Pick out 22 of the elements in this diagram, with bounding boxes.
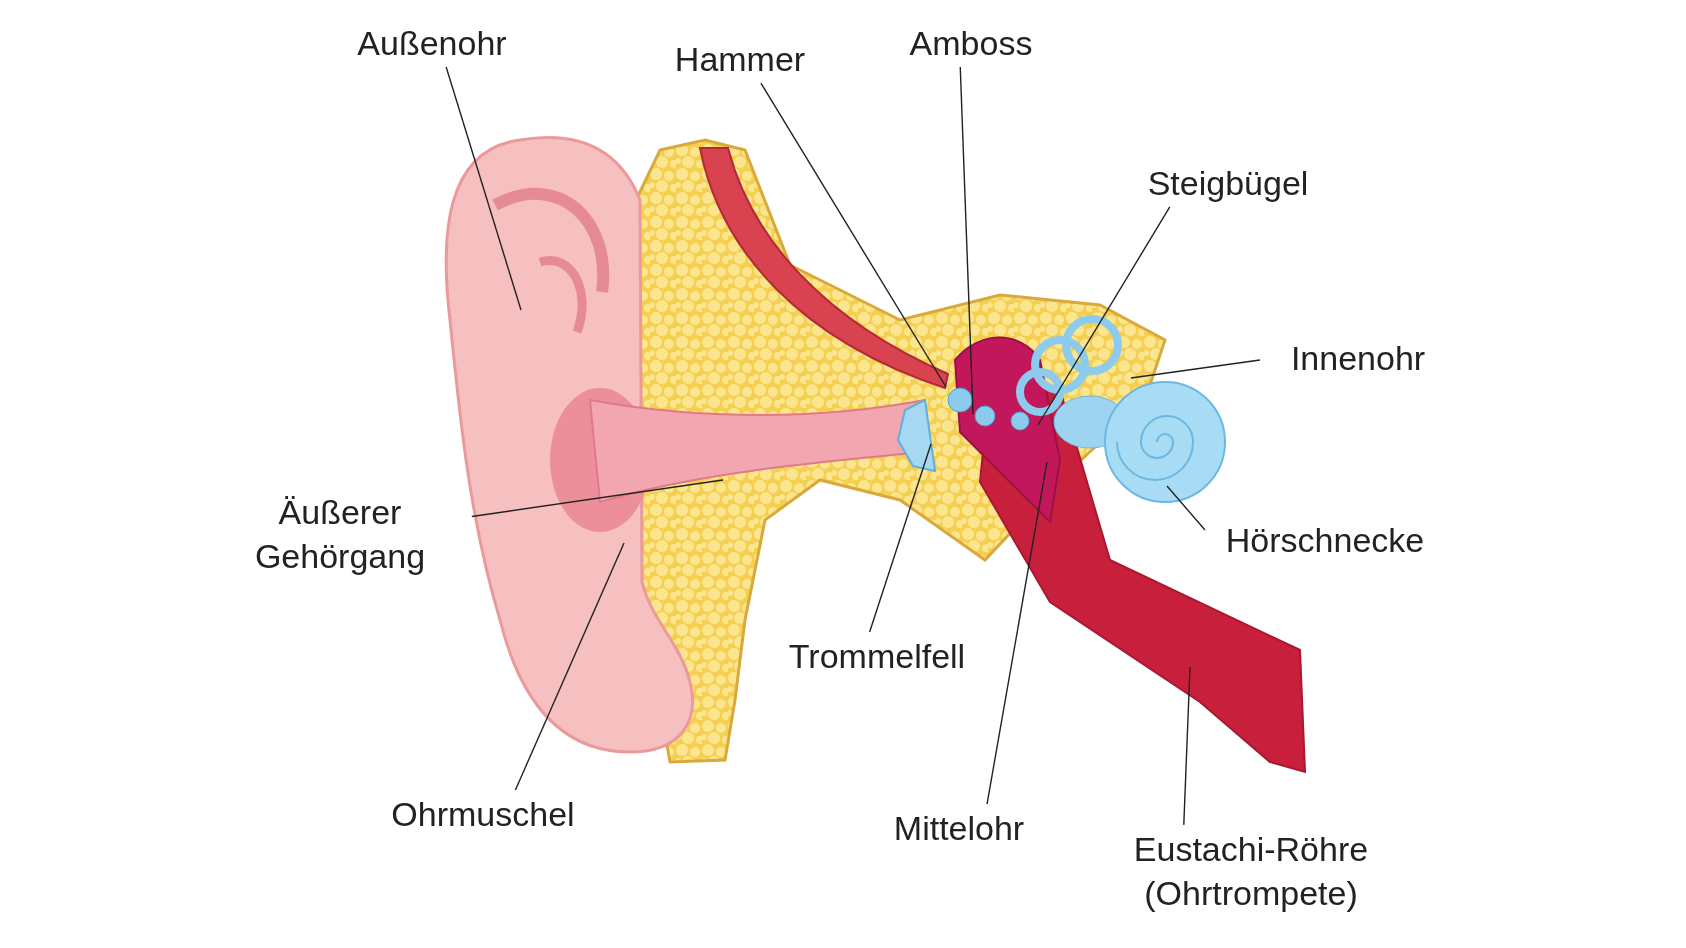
leader-line [986, 461, 1048, 805]
leader-line [959, 66, 974, 415]
leader-line [1130, 359, 1261, 379]
part-label: Trommelfell [788, 633, 966, 679]
part-label: Hammer [674, 36, 806, 82]
leader-line [471, 479, 724, 518]
part-label: Äußerer Gehörgang [210, 489, 470, 579]
leader-line [1037, 206, 1171, 426]
leader-line [445, 66, 522, 311]
leader-line [514, 542, 625, 791]
part-label: Mittelohr [893, 805, 1025, 851]
leader-line [1166, 485, 1206, 531]
part-label: Innenohr [1290, 335, 1426, 381]
leader-line [868, 443, 932, 633]
part-label: Hörschnecke [1225, 517, 1425, 563]
leader-line [760, 82, 947, 388]
part-label: Ohrmuschel [391, 791, 575, 837]
part-label: Außenohr [357, 20, 507, 66]
part-label: Steigbügel [1147, 160, 1309, 206]
part-label: Amboss [909, 20, 1033, 66]
part-label: Eustachi-Röhre (Ohrtrompete) [1101, 826, 1401, 916]
leader-line [1183, 666, 1191, 826]
